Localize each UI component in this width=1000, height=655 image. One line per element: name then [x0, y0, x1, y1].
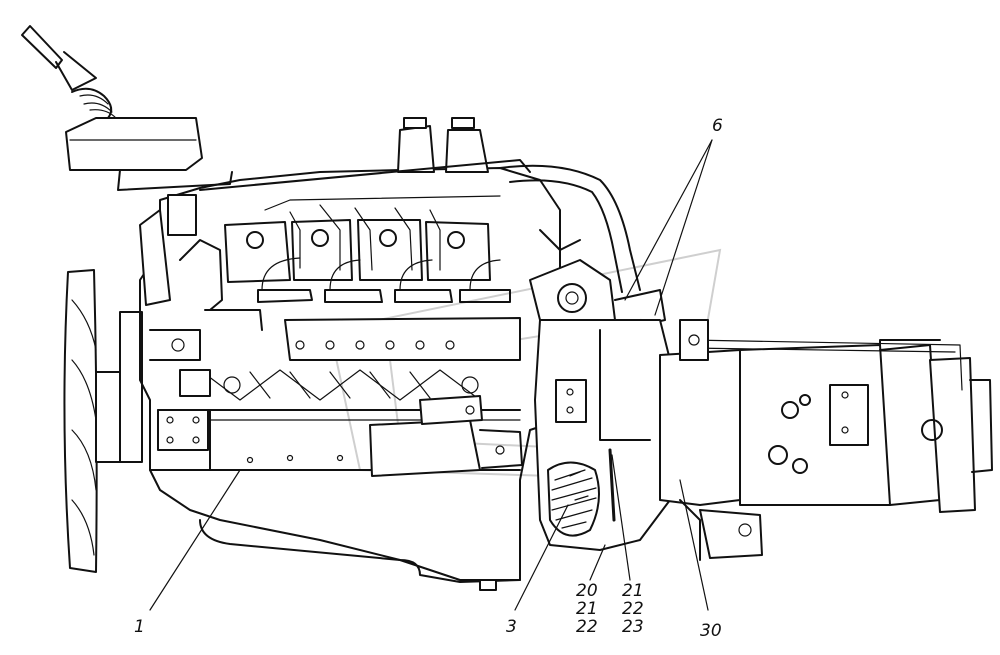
- callout-1: 1: [134, 617, 145, 637]
- callout-30: 30: [700, 621, 722, 641]
- callout-3: 3: [506, 617, 517, 637]
- cylinder-heads: [224, 219, 511, 303]
- callout-stack-b-3: 23: [622, 617, 644, 637]
- callout-stack-a-1: 20: [576, 581, 598, 601]
- callout-stack-a-2: 21: [576, 599, 598, 619]
- callout-leaders: [149, 139, 713, 611]
- top-filler-caps: [199, 117, 531, 191]
- callout-6: 6: [712, 116, 723, 136]
- callout-labels: 1 3 6 30 20 21 22 21 22 23: [134, 116, 723, 641]
- front-accessories: [139, 194, 263, 361]
- coolant-pipe: [499, 164, 641, 293]
- intake-manifold: [179, 317, 521, 401]
- starter-motor: [369, 395, 523, 477]
- gearbox: [659, 319, 993, 561]
- clutch-housing: [534, 319, 671, 551]
- callout-stack-b-2: 22: [622, 599, 644, 619]
- callout-stack-a-3: 22: [576, 617, 598, 637]
- cooling-fan: [63, 269, 143, 573]
- engine-block: [139, 167, 601, 591]
- fuel-lines: [261, 195, 501, 291]
- callout-stack-b-1: 21: [622, 581, 644, 601]
- gear-shift-lever: [21, 25, 233, 191]
